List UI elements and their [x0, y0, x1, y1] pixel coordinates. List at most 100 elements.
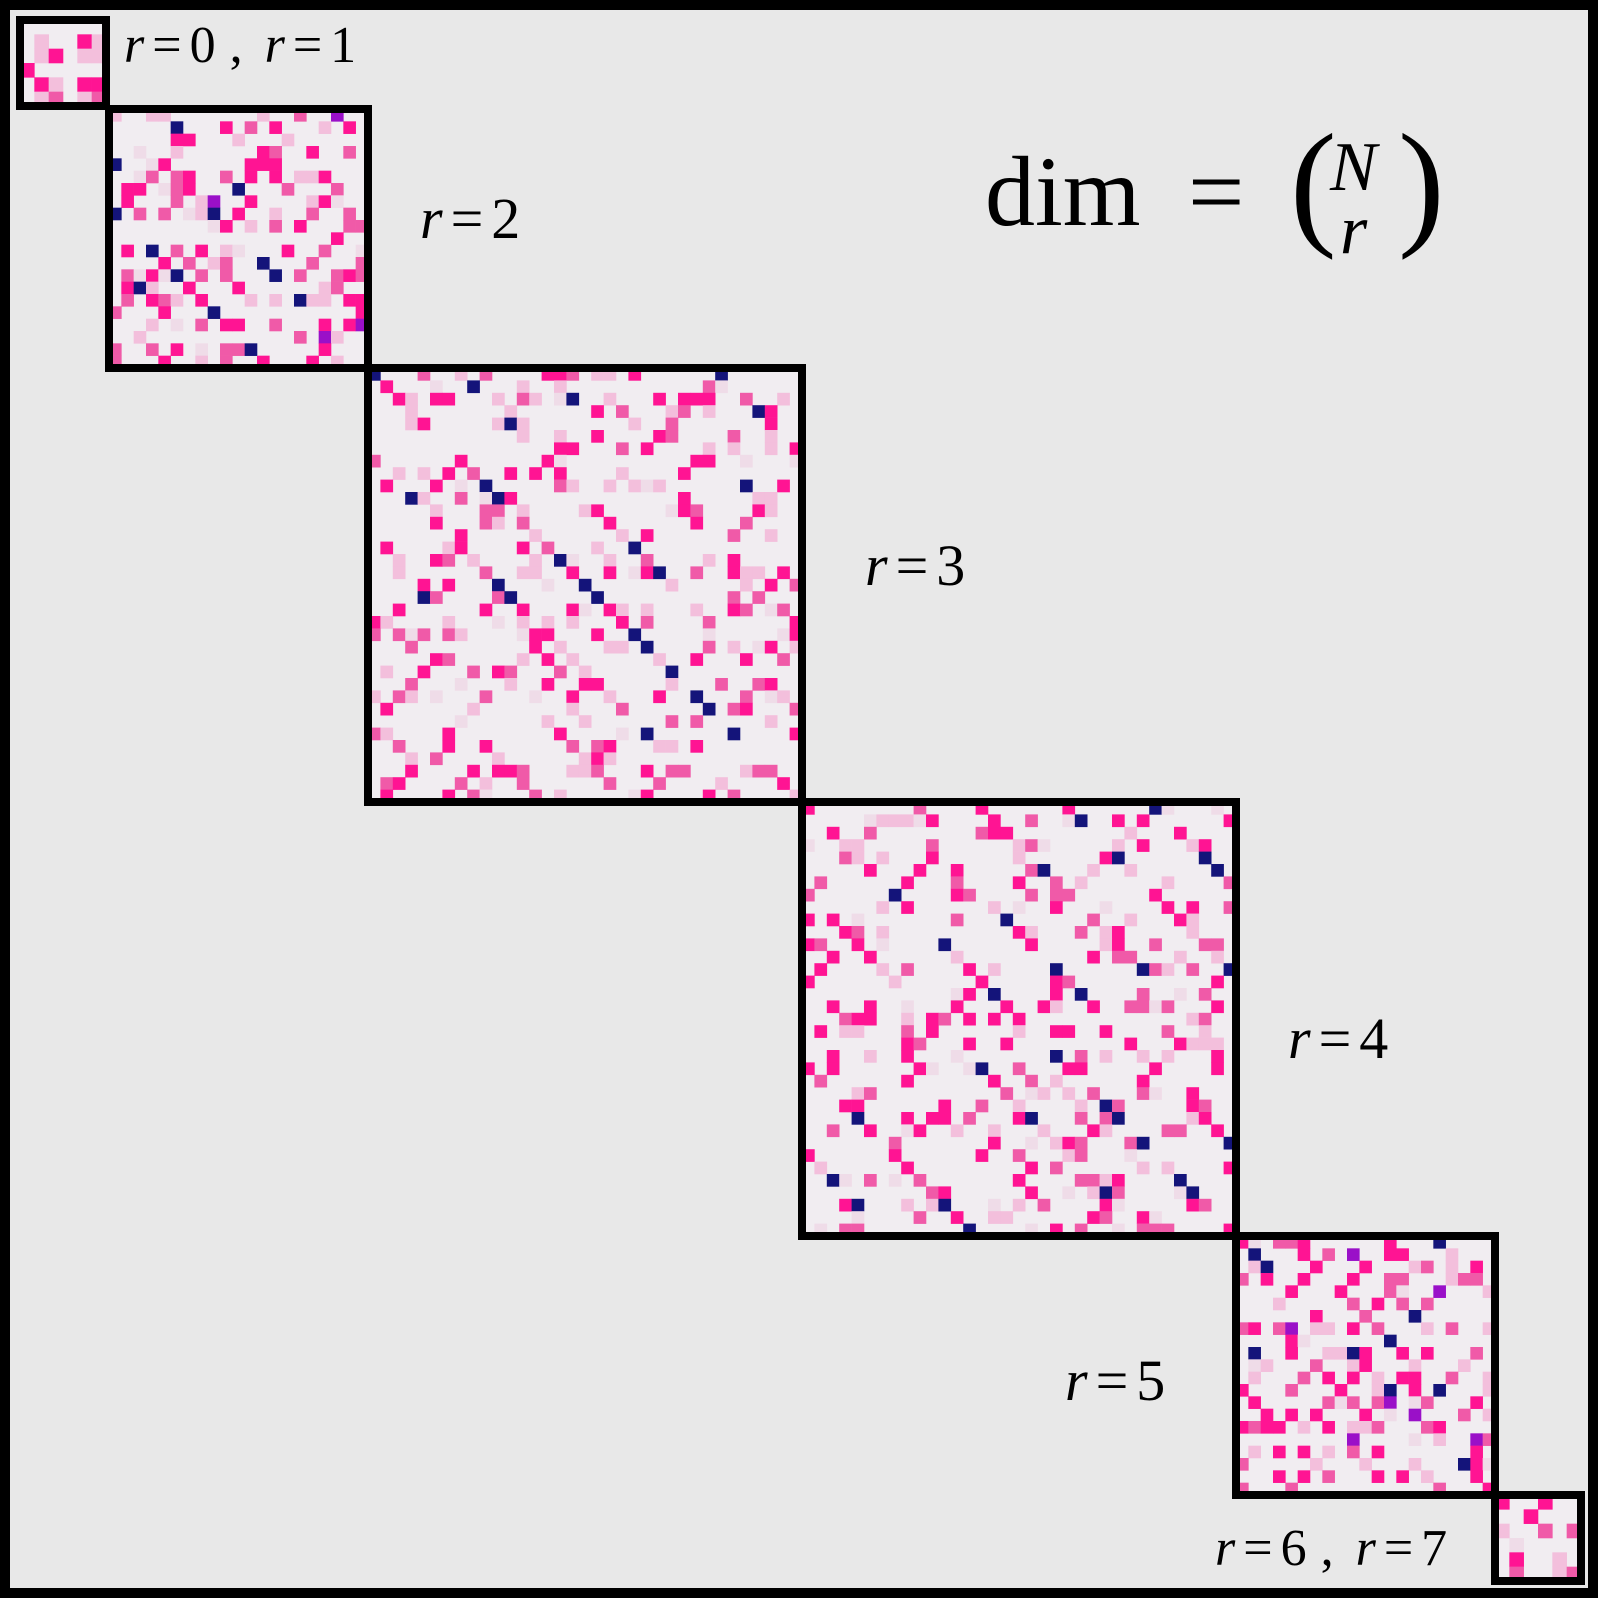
- matrix-cell: [405, 492, 418, 505]
- matrix-cell: [1359, 1408, 1372, 1422]
- matrix-cell: [864, 1087, 877, 1100]
- matrix-cell: [1074, 1174, 1088, 1187]
- matrix-cell: [195, 294, 208, 307]
- matrix-cell: [864, 1174, 877, 1187]
- matrix-cell: [1248, 1347, 1261, 1360]
- matrix-cell: [740, 690, 753, 704]
- matrix-cell: [492, 392, 505, 406]
- matrix-cell: [479, 740, 493, 753]
- matrix-cell: [516, 603, 530, 617]
- matrix-cell: [454, 492, 468, 505]
- matrix-cell: [975, 1099, 989, 1113]
- matrix-cell: [926, 1025, 939, 1038]
- matrix-cell: [1458, 1458, 1471, 1471]
- matrix-cell: [678, 764, 691, 778]
- matrix-cell: [975, 1062, 989, 1076]
- matrix-cell: [702, 454, 716, 468]
- matrix-cell: [34, 77, 49, 92]
- matrix-cell: [777, 628, 790, 642]
- matrix-cell: [1050, 901, 1063, 914]
- matrix-cell: [541, 454, 555, 468]
- matrix-cell: [232, 281, 245, 295]
- matrix-cell: [1025, 1112, 1038, 1125]
- matrix-cell: [318, 331, 332, 344]
- matrix-cell: [1099, 1099, 1113, 1113]
- matrix-cell: [764, 715, 778, 728]
- matrix-block-r2: [105, 105, 372, 372]
- matrix-cell: [1124, 826, 1138, 840]
- matrix-cell: [814, 1074, 828, 1088]
- matrix-cell: [1025, 814, 1038, 828]
- matrix-cell: [1322, 1322, 1335, 1335]
- matrix-cell: [826, 1174, 840, 1187]
- matrix-cell: [269, 269, 282, 282]
- matrix-cell: [541, 715, 555, 728]
- matrix-cell: [975, 1149, 989, 1162]
- matrix-cell: [591, 591, 604, 604]
- matrix-cell: [516, 504, 530, 518]
- matrix-cell: [616, 442, 629, 456]
- matrix-cell: [740, 516, 753, 530]
- matrix-cell: [516, 764, 530, 778]
- matrix-cell: [417, 591, 431, 604]
- matrix-cell: [814, 1161, 828, 1175]
- matrix-cell: [1509, 1552, 1524, 1567]
- matrix-cell: [1174, 988, 1187, 1001]
- matrix-cell: [1012, 1112, 1026, 1125]
- matrix-cell: [1149, 938, 1162, 952]
- matrix-cell: [1174, 826, 1187, 840]
- matrix-cell: [1112, 814, 1125, 828]
- matrix-cell: [1186, 1198, 1200, 1212]
- matrix-cell: [740, 479, 753, 493]
- label-r3: r=3: [865, 533, 965, 598]
- matrix-cell: [1099, 1186, 1113, 1200]
- matrix-cell: [1074, 926, 1088, 939]
- matrix-cell: [1037, 1198, 1051, 1212]
- matrix-cell: [1211, 1050, 1224, 1063]
- matrix-cell: [1310, 1458, 1323, 1471]
- matrix-cell: [1347, 1396, 1360, 1409]
- matrix-cell: [826, 826, 840, 840]
- matrix-cell: [1552, 1552, 1567, 1567]
- matrix-cell: [294, 220, 307, 233]
- matrix-cell: [1359, 1347, 1372, 1360]
- label-val: 3: [936, 533, 965, 598]
- block-frame: [16, 16, 110, 110]
- matrix-cell: [1421, 1260, 1434, 1274]
- matrix-cell: [318, 343, 332, 356]
- matrix-cell: [554, 467, 567, 480]
- matrix-cell: [1136, 1050, 1150, 1063]
- matrix-cell: [1062, 1136, 1076, 1150]
- matrix-cell: [232, 318, 245, 332]
- matrix-cell: [1433, 1421, 1446, 1434]
- matrix-cell: [516, 653, 530, 666]
- matrix-cell: [170, 294, 184, 307]
- matrix-cell: [653, 740, 666, 753]
- matrix-cell: [826, 913, 840, 927]
- matrix-cell: [1211, 864, 1224, 877]
- matrix-cell: [603, 392, 617, 406]
- matrix-cell: [430, 554, 443, 567]
- matrix-cell: [1174, 1174, 1187, 1187]
- matrix-cell: [1384, 1273, 1397, 1286]
- matrix-cell: [392, 467, 406, 480]
- matrix-cell: [1322, 1371, 1335, 1385]
- matrix-cell: [504, 665, 518, 679]
- matrix-block-r0r1: [16, 16, 110, 110]
- matrix-cell: [988, 826, 1001, 840]
- matrix-cell: [430, 752, 443, 766]
- matrix-cell: [1371, 1322, 1385, 1335]
- matrix-cell: [1458, 1408, 1471, 1422]
- matrix-cell: [1359, 1458, 1372, 1471]
- matrix-cell: [504, 591, 518, 604]
- matrix-cell: [1470, 1347, 1483, 1360]
- matrix-cell: [1174, 950, 1187, 964]
- matrix-cell: [504, 492, 518, 505]
- matrix-cell: [1433, 1433, 1446, 1446]
- matrix-cell: [220, 244, 233, 258]
- matrix-cell: [133, 331, 147, 344]
- matrix-cell: [454, 628, 468, 642]
- matrix-cell: [405, 678, 418, 691]
- matrix-block-r3: [364, 364, 806, 806]
- matrix-cell: [1149, 1000, 1162, 1014]
